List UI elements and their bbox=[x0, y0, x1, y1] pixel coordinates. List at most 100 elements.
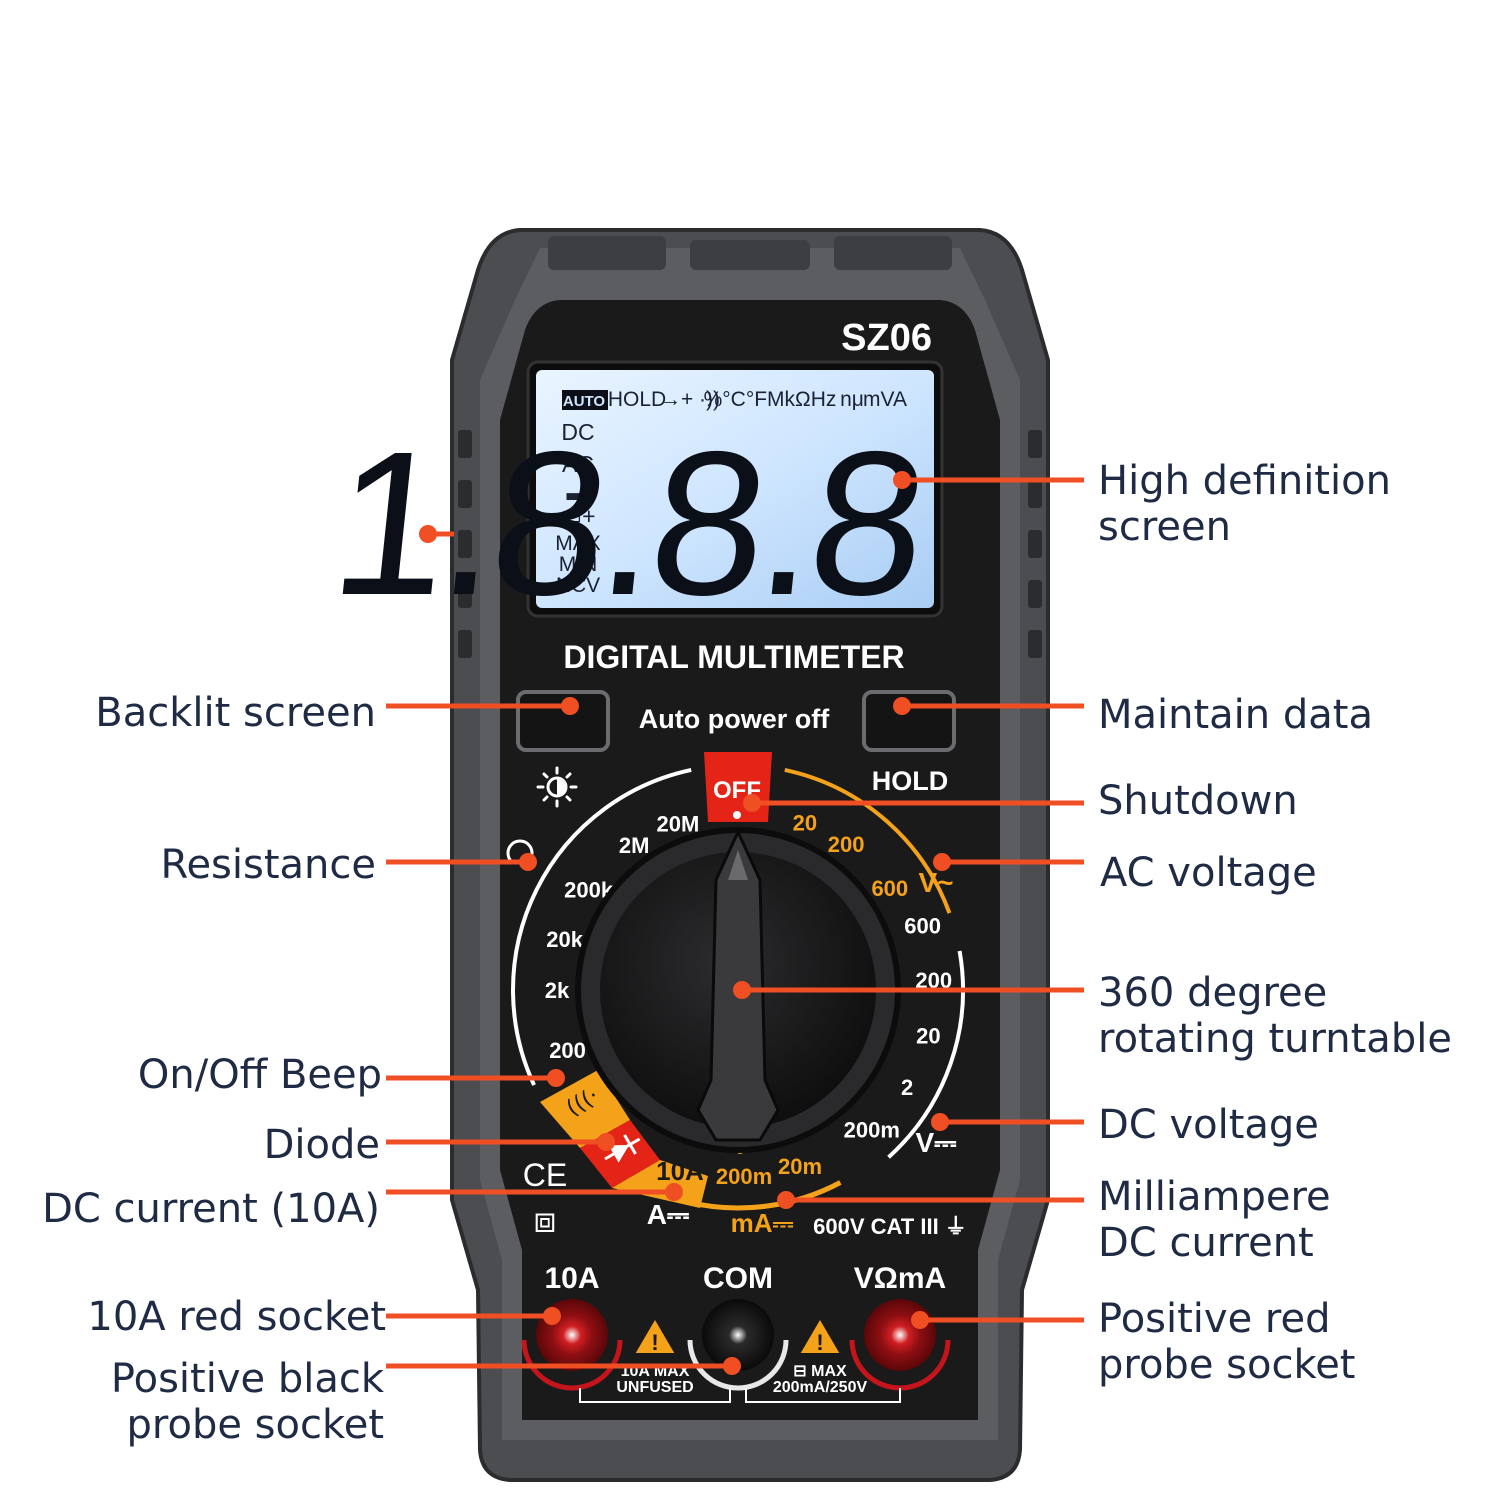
socket-note-10a: UNFUSED bbox=[616, 1379, 693, 1396]
dial-label-resistance: 20M bbox=[657, 812, 700, 837]
dc-voltage-symbol: V⎓ bbox=[915, 1127, 956, 1158]
socket-note-bracket-left bbox=[579, 1388, 731, 1403]
lcd-screen bbox=[536, 370, 934, 608]
model-label: SZ06 bbox=[841, 317, 932, 359]
callout-dot-dc-voltage bbox=[931, 1113, 949, 1131]
grip-right bbox=[1028, 480, 1042, 508]
callout-dc-voltage: DC voltage bbox=[1098, 1102, 1319, 1148]
dial-label-ac-voltage: 600 bbox=[871, 876, 908, 901]
callout-high-definition-screen: High definition screen bbox=[1098, 458, 1391, 550]
callout-dot-positive-red-probe-socket bbox=[911, 1311, 929, 1329]
side-grips bbox=[458, 430, 1042, 658]
bumper-top-right bbox=[834, 236, 952, 270]
socket-vohm[interactable] bbox=[864, 1299, 936, 1371]
callout-rotating-turntable: 360 degree rotating turntable bbox=[1098, 970, 1452, 1062]
ce-mark: CE bbox=[523, 1157, 567, 1193]
bumper-top-left bbox=[548, 236, 666, 270]
callout-positive-red-probe-socket: Positive red probe socket bbox=[1098, 1296, 1356, 1388]
callout-dot-dc-current-10a bbox=[665, 1183, 683, 1201]
callout-maintain-data: Maintain data bbox=[1098, 692, 1373, 738]
grip-left bbox=[458, 480, 472, 508]
callout-dot-10a-red-socket bbox=[543, 1307, 561, 1325]
callout-ac-voltage: AC voltage bbox=[1100, 850, 1317, 896]
dial-label-ac-voltage: 20 bbox=[793, 811, 817, 836]
lcd-indicator-top: mVA bbox=[863, 388, 907, 411]
ac-voltage-symbol: V~ bbox=[918, 867, 953, 898]
grip-left bbox=[458, 530, 472, 558]
callout-dc-current-10a: DC current (10A) bbox=[42, 1186, 380, 1232]
bumper-top-middle bbox=[690, 240, 810, 270]
callout-dot-housing-grip bbox=[419, 525, 437, 543]
socket-label-vohm: VΩmA bbox=[854, 1262, 946, 1295]
lcd-indicator-top: %°C°FMkΩHz bbox=[704, 388, 837, 411]
dial-label-dc-voltage: 20 bbox=[916, 1023, 940, 1048]
lcd-indicator-top: HOLD bbox=[608, 388, 666, 411]
category-rating: 600V CAT III ⏚ bbox=[813, 1214, 967, 1239]
dial-beep-segment bbox=[540, 1070, 630, 1148]
warning-triangle-icon-right: ! bbox=[797, 1316, 843, 1355]
dial-10a-segment bbox=[612, 1160, 708, 1208]
grip-right bbox=[1028, 580, 1042, 608]
socket-arc-vohm bbox=[849, 1339, 951, 1391]
device-title: DIGITAL MULTIMETER bbox=[563, 639, 904, 675]
lcd-indicator-left: ▭+ bbox=[560, 503, 595, 529]
dial-label-resistance: 2k bbox=[545, 978, 570, 1003]
lcd-indicator-left: MIN bbox=[559, 553, 598, 576]
callout-dot-shutdown bbox=[743, 794, 761, 812]
dial-label-current: 200m bbox=[716, 1164, 772, 1189]
dial-arc-dc-voltage bbox=[887, 950, 965, 1159]
grip-right bbox=[1028, 630, 1042, 658]
grip-right bbox=[1028, 530, 1042, 558]
callout-dot-positive-black-probe-socket bbox=[723, 1357, 741, 1375]
dial-label-resistance: 200 bbox=[549, 1038, 586, 1063]
socket-arc-com bbox=[687, 1339, 789, 1391]
socket-note-bracket-right bbox=[745, 1388, 901, 1403]
dial-label-dc-voltage: 600 bbox=[904, 914, 941, 939]
lcd-indicator-top: AUTO bbox=[563, 393, 606, 410]
hold-label: HOLD bbox=[872, 766, 949, 796]
dial-arc-ac-voltage bbox=[784, 767, 952, 914]
socket-label-com: COM bbox=[703, 1262, 773, 1295]
lcd-indicator-left: ▬ bbox=[567, 479, 590, 505]
callout-dot-rotating-turntable bbox=[733, 981, 751, 999]
backlight-sun-icon bbox=[536, 766, 578, 808]
callout-shutdown: Shutdown bbox=[1098, 778, 1298, 824]
callout-dot-milliampere-dc-current bbox=[777, 1191, 795, 1209]
amp-symbol: A⎓ bbox=[647, 1199, 690, 1230]
callout-lines bbox=[386, 471, 1084, 1375]
lcd-indicator-left: MAX bbox=[555, 532, 601, 555]
svg-text:!: ! bbox=[651, 1330, 658, 1355]
dial-label-current: 10A bbox=[656, 1156, 704, 1186]
lcd-indicator-top: →+ ·)) bbox=[660, 388, 720, 411]
lcd-indicator-top: nμ bbox=[840, 388, 864, 411]
callout-dot-ac-voltage bbox=[933, 853, 951, 871]
lcd-indicator-left: DC bbox=[561, 419, 594, 445]
dial-label-dc-voltage: 200m bbox=[844, 1118, 900, 1143]
dial-label-current: 20m bbox=[778, 1154, 822, 1179]
socket-com[interactable] bbox=[702, 1299, 774, 1371]
lcd-digits: 1.8.8.8 bbox=[323, 409, 932, 638]
dial-label-resistance: 20k bbox=[546, 927, 583, 952]
callout-dot-diode bbox=[597, 1133, 615, 1151]
warning-triangle-icon: ! bbox=[632, 1316, 678, 1355]
lcd-indicator-left: NCV bbox=[556, 574, 600, 597]
dial-label-ac-voltage: 200 bbox=[828, 832, 865, 857]
callout-dot-on-off-beep bbox=[547, 1069, 565, 1087]
diode-icon bbox=[604, 1134, 641, 1163]
callout-10a-red-socket: 10A red socket bbox=[87, 1294, 386, 1340]
callout-milliampere-dc-current: Milliampere DC current bbox=[1098, 1174, 1331, 1266]
callout-backlit-screen: Backlit screen bbox=[95, 690, 376, 736]
callout-positive-black-probe-socket: Positive black probe socket bbox=[110, 1356, 384, 1448]
grip-left bbox=[458, 630, 472, 658]
grip-right bbox=[1028, 430, 1042, 458]
callout-on-off-beep: On/Off Beep bbox=[137, 1052, 382, 1098]
dial-label-resistance: 2M bbox=[619, 833, 650, 858]
callout-dot-backlit-screen bbox=[561, 697, 579, 715]
callout-dot-resistance bbox=[519, 853, 537, 871]
callout-resistance: Resistance bbox=[160, 842, 376, 888]
double-insulation-mark: ⧈ bbox=[534, 1200, 557, 1241]
